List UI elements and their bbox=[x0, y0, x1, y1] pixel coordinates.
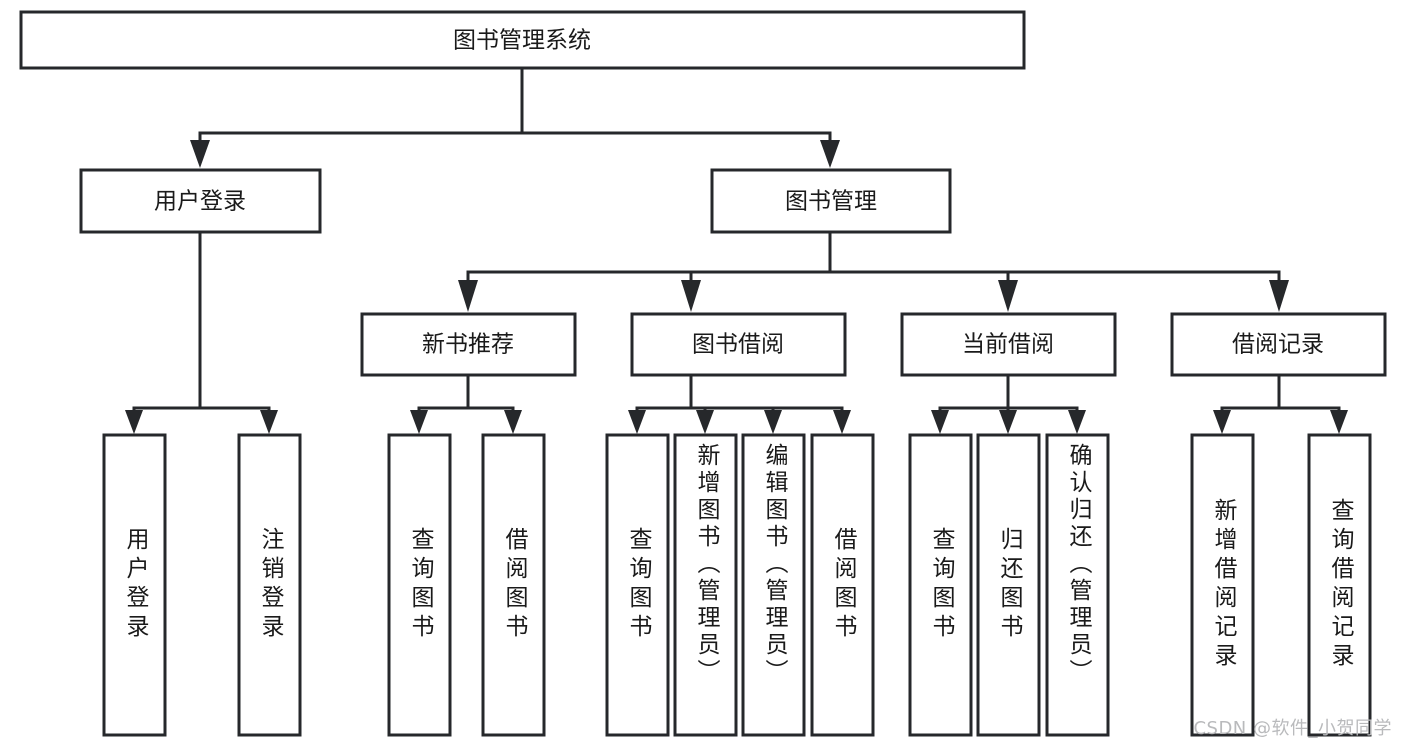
node-root-label: 图书管理系统 bbox=[453, 28, 591, 54]
node-borrow-record[interactable]: 借阅记录 bbox=[1170, 312, 1387, 377]
node-borrow-record-box[interactable] bbox=[1170, 312, 1387, 377]
arrow-to-book-borrow bbox=[681, 280, 701, 312]
leaf-record-add[interactable] bbox=[1190, 433, 1255, 737]
leaf-borrow-add-book[interactable] bbox=[673, 433, 738, 737]
leaf-borrow-add-book-box[interactable] bbox=[673, 433, 738, 737]
node-current-borrow[interactable]: 当前借阅 bbox=[900, 312, 1117, 377]
leaf-borrow-borrow-book[interactable] bbox=[810, 433, 875, 737]
leaf-current-query-book-box[interactable] bbox=[908, 433, 973, 737]
arrow-to-query-book-2 bbox=[628, 410, 646, 434]
node-new-book-recommend-label: 新书推荐 bbox=[422, 332, 514, 358]
leaf-current-confirm-return[interactable] bbox=[1045, 433, 1110, 737]
edge-group bbox=[125, 66, 1348, 434]
arrow-to-logout-leaf bbox=[260, 410, 278, 434]
node-user-login-box[interactable] bbox=[79, 168, 322, 234]
node-current-borrow-label: 当前借阅 bbox=[962, 332, 1054, 358]
leaf-borrow-edit-book[interactable] bbox=[741, 433, 806, 737]
arrow-to-borrow-book-2 bbox=[833, 410, 851, 434]
node-new-book-recommend[interactable]: 新书推荐 bbox=[360, 312, 577, 377]
arrow-to-user-login-leaf bbox=[125, 410, 143, 434]
leaf-record-query[interactable] bbox=[1307, 433, 1372, 737]
arrow-to-book-management bbox=[820, 140, 840, 168]
arrow-to-query-book-3 bbox=[931, 410, 949, 434]
leaf-current-return-book-box[interactable] bbox=[976, 433, 1041, 737]
leaf-record-add-box[interactable] bbox=[1190, 433, 1255, 737]
node-borrow-record-label: 借阅记录 bbox=[1232, 332, 1324, 358]
arrow-to-current-borrow bbox=[998, 280, 1018, 312]
node-user-login[interactable]: 用户登录 bbox=[79, 168, 322, 234]
node-book-management-box[interactable] bbox=[710, 168, 952, 234]
arrow-to-borrow-book-1 bbox=[504, 410, 522, 434]
arrow-to-add-record bbox=[1213, 410, 1231, 434]
leaf-recommend-borrow-book-box[interactable] bbox=[481, 433, 546, 737]
arrow-to-return-book bbox=[999, 410, 1017, 434]
arrow-to-edit-book bbox=[764, 410, 782, 434]
leaf-borrow-query-book[interactable] bbox=[605, 433, 670, 737]
leaf-logout-box[interactable] bbox=[237, 433, 302, 737]
leaf-recommend-borrow-book[interactable] bbox=[481, 433, 546, 737]
node-book-management[interactable]: 图书管理 bbox=[710, 168, 952, 234]
leaf-recommend-query-book[interactable] bbox=[387, 433, 452, 737]
leaf-user-login-box[interactable] bbox=[102, 433, 167, 737]
arrow-to-add-book bbox=[696, 410, 714, 434]
leaf-user-login[interactable] bbox=[102, 433, 167, 737]
node-book-borrow[interactable]: 图书借阅 bbox=[630, 312, 847, 377]
arrow-to-query-record bbox=[1330, 410, 1348, 434]
leaf-borrow-borrow-book-box[interactable] bbox=[810, 433, 875, 737]
node-book-borrow-box[interactable] bbox=[630, 312, 847, 377]
node-user-login-label: 用户登录 bbox=[154, 189, 246, 215]
arrow-to-user-login bbox=[190, 140, 210, 168]
arrow-to-confirm-return bbox=[1068, 410, 1086, 434]
node-root-box[interactable] bbox=[19, 10, 1026, 70]
leaf-borrow-query-book-box[interactable] bbox=[605, 433, 670, 737]
arrow-to-borrow-record bbox=[1269, 280, 1289, 312]
leaf-current-return-book[interactable] bbox=[976, 433, 1041, 737]
leaf-current-query-book[interactable] bbox=[908, 433, 973, 737]
arrow-to-new-book-recommend bbox=[458, 280, 478, 312]
leaf-current-confirm-return-box[interactable] bbox=[1045, 433, 1110, 737]
node-book-borrow-label: 图书借阅 bbox=[692, 332, 784, 358]
node-current-borrow-box[interactable] bbox=[900, 312, 1117, 377]
leaf-borrow-edit-book-box[interactable] bbox=[741, 433, 806, 737]
node-book-management-label: 图书管理 bbox=[785, 189, 877, 215]
node-root[interactable]: 图书管理系统 bbox=[19, 10, 1026, 70]
leaf-logout[interactable] bbox=[237, 433, 302, 737]
leaf-recommend-query-book-box[interactable] bbox=[387, 433, 452, 737]
leaf-record-query-box[interactable] bbox=[1307, 433, 1372, 737]
arrow-to-query-book-1 bbox=[410, 410, 428, 434]
node-new-book-recommend-box[interactable] bbox=[360, 312, 577, 377]
